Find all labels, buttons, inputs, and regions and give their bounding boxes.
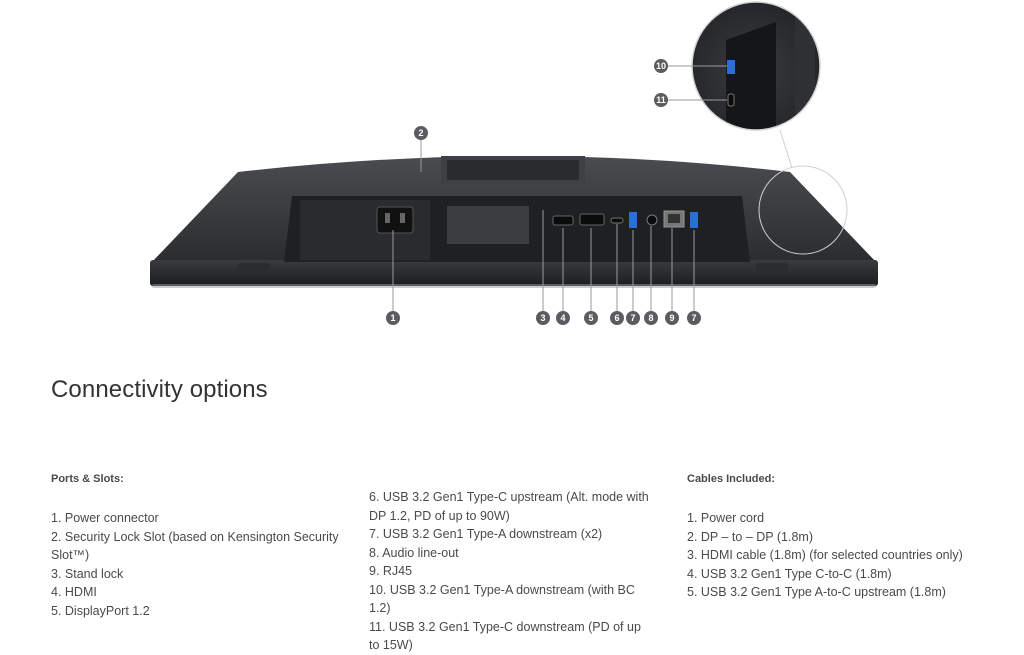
list-item: 1. Power cord — [687, 511, 765, 525]
callout-11: 11 — [654, 93, 668, 107]
ports-list-continued: 6. USB 3.2 Gen1 Type-C upstream (Alt. mo… — [369, 488, 654, 655]
callout-markers: 1 2 3 4 5 6 7 8 9 7 10 11 — [386, 59, 701, 325]
callout-7b-label: 7 — [691, 313, 696, 323]
callout-5-label: 5 — [588, 313, 593, 323]
list-item: 2. Security Lock Slot (based on Kensingt… — [51, 529, 339, 563]
cables-column: Cables Included: 1. Power cord 2. DP – t… — [687, 470, 987, 602]
list-item: 8. Audio line-out — [369, 545, 459, 560]
callout-6: 6 — [610, 311, 624, 325]
list-item: 2. DP – to – DP (1.8m) — [687, 529, 813, 544]
product-figure: 1 2 3 4 5 6 7 8 9 7 10 11 — [150, 1, 878, 325]
callout-3: 3 — [536, 311, 550, 325]
list-item: 9. RJ45 — [369, 564, 413, 578]
callout-9-label: 9 — [669, 313, 674, 323]
callout-8-label: 8 — [648, 313, 653, 323]
list-item: 5. DisplayPort 1.2 — [51, 603, 150, 618]
ports-list: 1. Power connector 2. Security Lock Slot… — [51, 509, 341, 620]
callout-2: 2 — [414, 126, 428, 140]
callout-10: 10 — [654, 59, 668, 73]
callout-7a-label: 7 — [630, 313, 635, 323]
ports-column: Ports & Slots: 1. Power connector 2. Sec… — [51, 470, 341, 620]
list-item: 5. USB 3.2 Gen1 Type A-to-C upstream (1.… — [687, 585, 946, 599]
displayport-port — [579, 213, 605, 226]
section-title: Connectivity options — [51, 376, 268, 403]
list-item: 1. Power connector — [51, 511, 159, 525]
callout-3-label: 3 — [540, 313, 545, 323]
list-item: 10. USB 3.2 Gen1 Type-A downstream (with… — [369, 582, 635, 616]
list-item: 3. Stand lock — [51, 566, 124, 581]
callout-10-label: 10 — [656, 61, 666, 71]
cables-list: 1. Power cord 2. DP – to – DP (1.8m) 3. … — [687, 509, 987, 602]
ports-column-continued: 6. USB 3.2 Gen1 Type-C upstream (Alt. mo… — [369, 488, 654, 655]
zoom-inset — [692, 2, 820, 130]
list-item: 4. HDMI — [51, 585, 97, 599]
monitor-rear-illustration: 1 2 3 4 5 6 7 8 9 7 10 11 — [150, 1, 878, 325]
hdmi-port — [552, 215, 574, 226]
list-item: 6. USB 3.2 Gen1 Type-C upstream (Alt. mo… — [369, 490, 649, 523]
usb-a-port-2 — [690, 212, 698, 228]
callout-1-label: 1 — [390, 313, 395, 323]
usb-a-port — [629, 212, 637, 228]
ports-heading: Ports & Slots: — [51, 473, 124, 485]
stand-lock — [447, 206, 529, 244]
cables-heading: Cables Included: — [687, 473, 776, 485]
callout-9: 9 — [665, 311, 679, 325]
callout-4: 4 — [556, 311, 570, 325]
list-item: 7. USB 3.2 Gen1 Type-A downstream (x2) — [369, 527, 603, 541]
power-connector — [376, 206, 414, 234]
monitor-bottom-edge — [150, 260, 878, 286]
callout-4-label: 4 — [560, 313, 565, 323]
callout-6-label: 6 — [614, 313, 619, 323]
callout-7a: 7 — [626, 311, 640, 325]
callout-11-label: 11 — [656, 95, 666, 105]
callout-8: 8 — [644, 311, 658, 325]
callout-2-label: 2 — [418, 128, 423, 138]
list-item: 3. HDMI cable (1.8m) (for selected count… — [687, 548, 963, 562]
callout-7b: 7 — [687, 311, 701, 325]
audio-jack — [646, 214, 658, 226]
callout-1: 1 — [386, 311, 400, 325]
list-item: 11. USB 3.2 Gen1 Type-C downstream (PD o… — [369, 619, 641, 653]
list-item: 4. USB 3.2 Gen1 Type C-to-C (1.8m) — [687, 566, 892, 581]
callout-5: 5 — [584, 311, 598, 325]
usb-c-port — [610, 217, 624, 224]
